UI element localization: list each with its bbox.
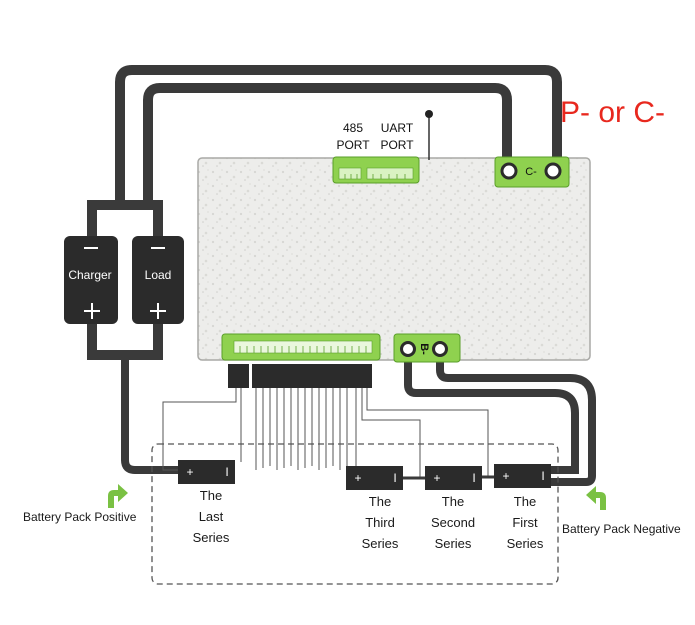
cell-third-series: + I — [346, 466, 403, 490]
svg-text:I: I — [225, 465, 228, 479]
p-c-terminal-block[interactable]: C- — [494, 156, 570, 188]
cell-first-series: + I — [494, 464, 551, 488]
wire-b-minus-1 — [404, 350, 579, 474]
balance-lead — [361, 388, 421, 478]
b-minus-marking: B- — [418, 343, 430, 355]
cell-last-series: + I — [178, 460, 235, 484]
svg-text:I: I — [393, 471, 396, 485]
wire-bottom-bridge — [87, 320, 163, 360]
balance-lead — [366, 388, 489, 476]
communication-connector[interactable] — [332, 156, 420, 184]
svg-text:+: + — [502, 469, 509, 483]
svg-text:+: + — [186, 465, 193, 479]
wire-b-minus-2 — [436, 350, 596, 486]
p-or-c-minus-label: P- or C- — [560, 96, 665, 129]
load-label: Load — [145, 268, 172, 282]
wire-charger-loop — [92, 65, 562, 210]
series-first-label: The First Series — [506, 494, 544, 551]
terminal-p-minus[interactable] — [500, 162, 518, 180]
port-485-label: 485 PORT — [336, 121, 370, 152]
balance-lead — [162, 388, 237, 471]
svg-text:I: I — [541, 469, 544, 483]
terminal-b-minus-2[interactable] — [432, 341, 448, 357]
balance-wires — [162, 388, 489, 478]
series-second-label: The Second Series — [430, 494, 476, 551]
series-last-label: The Last Series — [192, 488, 230, 545]
balance-connector[interactable] — [221, 333, 381, 361]
b-minus-terminal-block[interactable]: B- — [393, 333, 461, 363]
terminal-c-minus[interactable] — [544, 162, 562, 180]
load-plug[interactable]: Load — [132, 236, 184, 324]
wire-load-loop — [143, 83, 512, 205]
battery-pack-positive-label: Battery Pack Positive — [23, 510, 137, 524]
cell-second-series: + I — [425, 466, 482, 490]
battery-pack-negative-arrow-icon — [586, 486, 606, 510]
charger-plug[interactable]: Charger — [64, 236, 118, 324]
svg-text:I: I — [472, 471, 475, 485]
wire-pack-positive — [121, 355, 185, 474]
c-minus-marking: C- — [525, 166, 537, 178]
svg-text:+: + — [433, 471, 440, 485]
charger-label: Charger — [68, 268, 111, 282]
wire-top-bridge — [87, 200, 163, 240]
battery-pack-positive-arrow-icon — [108, 484, 128, 508]
balance-plug-split — [249, 364, 252, 388]
battery-pack-negative-label: Battery Pack Negative — [562, 522, 681, 536]
port-uart-label: UART PORT — [380, 121, 414, 152]
terminal-b-minus-1[interactable] — [400, 341, 416, 357]
bms-board — [197, 157, 591, 361]
antenna-tip — [425, 110, 433, 118]
series-third-label: The Third Series — [361, 494, 399, 551]
svg-text:+: + — [354, 471, 361, 485]
